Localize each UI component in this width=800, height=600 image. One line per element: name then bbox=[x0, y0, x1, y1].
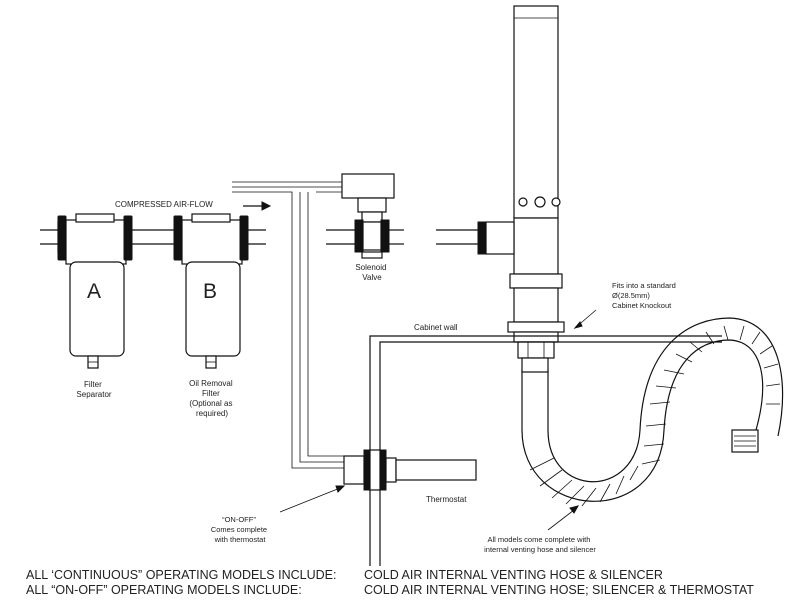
footer-line-2-left: ALL “ON-OFF” OPERATING MODELS INCLUDE: bbox=[26, 583, 302, 597]
oil-removal-filter-label: Oil Removal Filter (Optional as required… bbox=[189, 379, 235, 418]
footer-line-1-left: ALL ‘CONTINUOUS” OPERATING MODELS INCLUD… bbox=[26, 568, 336, 582]
air-line-tubing bbox=[232, 181, 346, 469]
footer-notes: ALL ‘CONTINUOUS” OPERATING MODELS INCLUD… bbox=[26, 568, 754, 597]
thermostat-label: Thermostat bbox=[426, 495, 467, 504]
solenoid-valve bbox=[326, 173, 404, 259]
airflow-arrow-icon bbox=[243, 201, 272, 211]
knockout-note-label: Fits into a standard Ø(28.5mm) Cabinet K… bbox=[612, 281, 678, 310]
solenoid-valve-label: Solenoid Valve bbox=[355, 263, 388, 282]
oil-removal-filter-b bbox=[173, 213, 266, 369]
footer-line-1-right: COLD AIR INTERNAL VENTING HOSE & SILENCE… bbox=[364, 568, 663, 582]
filter-a-letter: A bbox=[87, 280, 101, 303]
venting-hose bbox=[521, 317, 784, 507]
hose-note-label: All models come complete with internal v… bbox=[484, 535, 596, 554]
pipe-a-to-b bbox=[132, 229, 174, 245]
thermostat bbox=[343, 449, 477, 491]
leader-lines bbox=[279, 309, 597, 531]
compressed-air-flow-label: COMPRESSED AIR-FLOW bbox=[115, 200, 213, 209]
footer-line-2-right: COLD AIR INTERNAL VENTING HOSE; SILENCER… bbox=[364, 583, 754, 597]
vortex-tube bbox=[436, 5, 565, 359]
filter-separator-a bbox=[40, 213, 133, 369]
cabinet-wall-label: Cabinet wall bbox=[414, 323, 458, 332]
filter-b-letter: B bbox=[203, 280, 217, 303]
filter-separator-label: Filter Separator bbox=[76, 380, 111, 399]
on-off-note-label: “ON-OFF” Comes complete with thermostat bbox=[211, 515, 269, 544]
